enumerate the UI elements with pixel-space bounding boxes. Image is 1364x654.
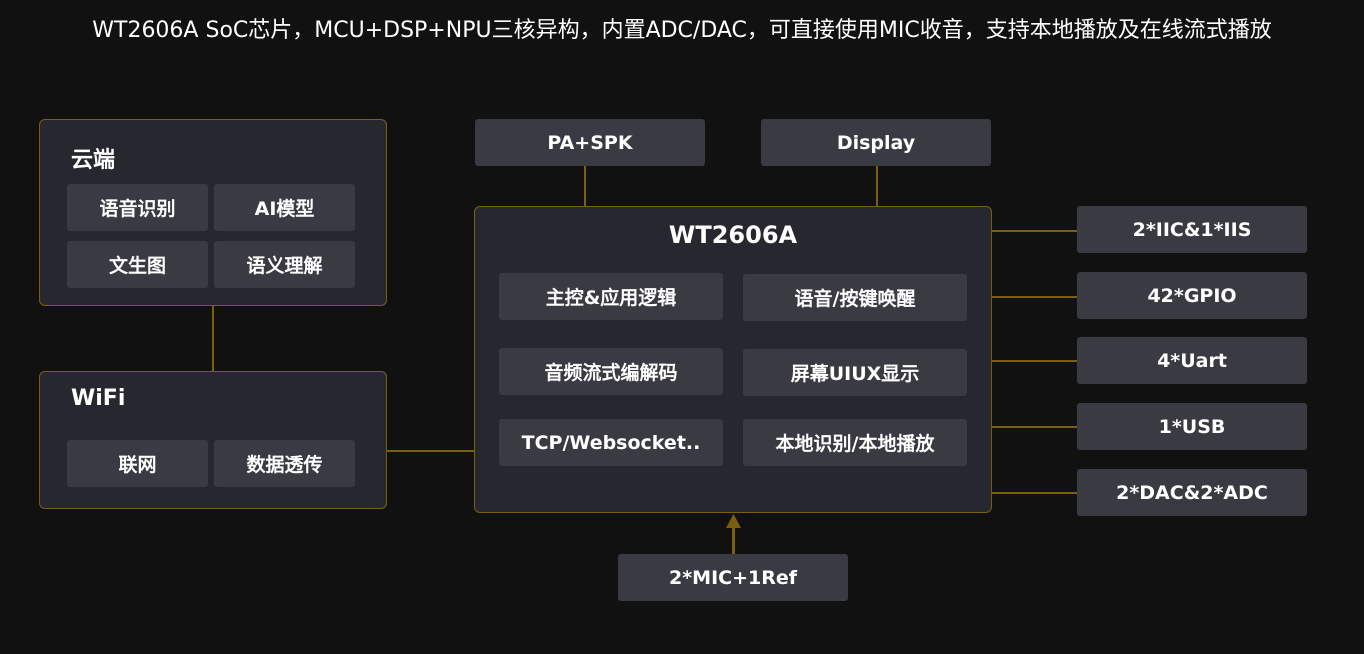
cloud-item: 语义理解 — [214, 241, 355, 288]
interface-usb: 1*USB — [1077, 403, 1307, 450]
chip-block: 语音/按键唤醒 — [743, 274, 967, 321]
wire-if-2 — [990, 360, 1078, 362]
interface-iic-iis: 2*IIC&1*IIS — [1077, 206, 1307, 253]
interface-dac-adc: 2*DAC&2*ADC — [1077, 469, 1307, 516]
chip-wt2606a: WT2606A 主控&应用逻辑 语音/按键唤醒 音频流式编解码 屏幕UIUX显示… — [474, 206, 992, 513]
wire-if-3 — [990, 426, 1078, 428]
chip-block: 屏幕UIUX显示 — [743, 349, 967, 396]
wire-wifi-chip — [386, 450, 476, 452]
wire-if-4 — [990, 492, 1078, 494]
interface-gpio: 42*GPIO — [1077, 272, 1307, 319]
wire-if-1 — [990, 296, 1078, 298]
cloud-item: 文生图 — [67, 241, 208, 288]
chip-block: TCP/Websocket.. — [499, 419, 723, 466]
wire-if-0 — [990, 230, 1078, 232]
chip-block: 主控&应用逻辑 — [499, 273, 723, 320]
cloud-item: 语音识别 — [67, 184, 208, 231]
wifi-item: 联网 — [67, 440, 208, 487]
wifi-item: 数据透传 — [214, 440, 355, 487]
chip-block: 音频流式编解码 — [499, 348, 723, 395]
mic-input: 2*MIC+1Ref — [618, 554, 848, 601]
wifi-title: WiFi — [71, 386, 126, 411]
wire-mic-chip — [732, 526, 735, 556]
chip-title: WT2606A — [668, 221, 798, 249]
wire-cloud-wifi — [212, 306, 214, 372]
arrow-up-icon — [726, 514, 741, 528]
peripheral-display: Display — [761, 119, 991, 166]
wire-paspk-chip — [584, 166, 586, 207]
headline: WT2606A SoC芯片，MCU+DSP+NPU三核异构，内置ADC/DAC，… — [92, 18, 1272, 43]
cloud-title: 云端 — [71, 148, 116, 173]
wire-display-chip — [876, 166, 878, 207]
chip-block: 本地识别/本地播放 — [743, 419, 967, 466]
wifi-group: WiFi 联网 数据透传 — [39, 371, 387, 509]
interface-uart: 4*Uart — [1077, 337, 1307, 384]
cloud-group: 云端 语音识别 AI模型 文生图 语义理解 — [39, 119, 387, 306]
peripheral-pa-spk: PA+SPK — [475, 119, 705, 166]
cloud-item: AI模型 — [214, 184, 355, 231]
